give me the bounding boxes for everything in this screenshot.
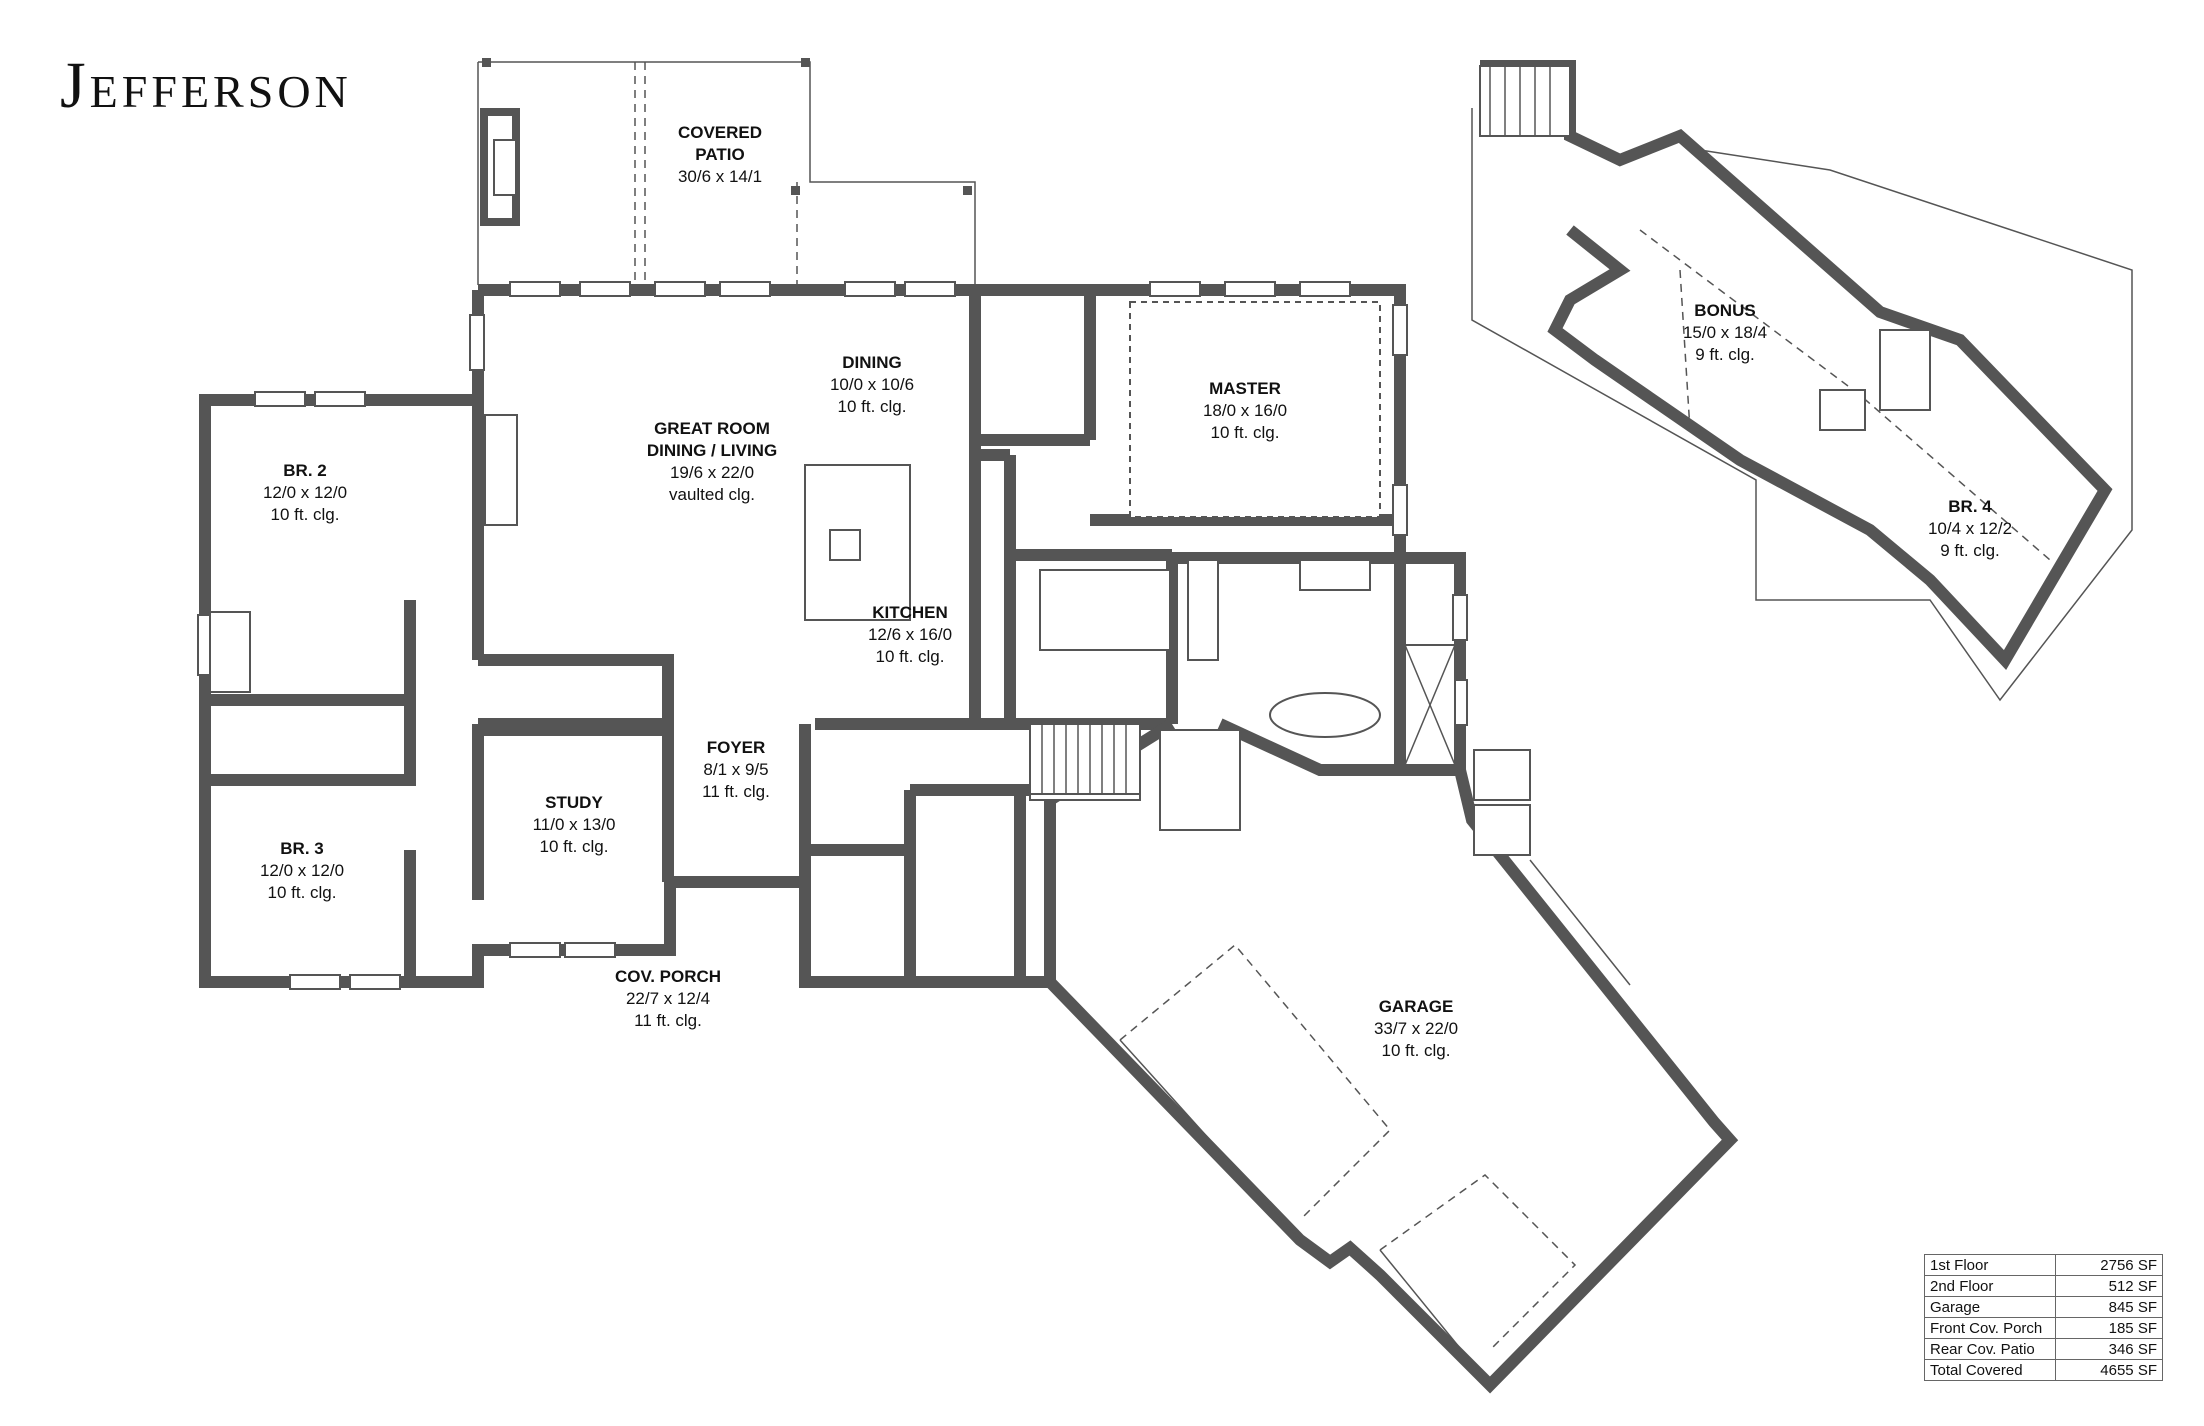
sf-label: Garage (1924, 1296, 2056, 1318)
room-name: BR. 2 (283, 461, 327, 480)
room-ceiling: 11 ft. clg. (702, 782, 770, 801)
room-label-great-room: GREAT ROOM DINING / LIVING 19/6 x 22/0 v… (642, 418, 782, 506)
room-name: GREAT ROOM DINING / LIVING (646, 419, 778, 460)
room-dims: 8/1 x 9/5 (703, 760, 769, 779)
sf-value: 185 SF (2055, 1317, 2163, 1339)
room-dims: 10/0 x 10/6 (829, 375, 915, 394)
room-name: BONUS (1694, 301, 1756, 320)
fixtures (209, 301, 1456, 831)
room-ceiling: 10 ft. clg. (270, 505, 340, 524)
room-label-bonus: BONUS 15/0 x 18/4 9 ft. clg. (1683, 300, 1767, 366)
room-name: FOYER (706, 738, 766, 757)
sf-value: 512 SF (2055, 1275, 2163, 1297)
sf-label: 1st Floor (1924, 1254, 2056, 1276)
room-dims: 30/6 x 14/1 (677, 167, 763, 186)
sf-value: 2756 SF (2055, 1254, 2163, 1276)
room-ceiling: vaulted clg. (669, 485, 755, 504)
room-label-cov-porch: COV. PORCH 22/7 x 12/4 11 ft. clg. (615, 966, 721, 1032)
room-label-garage: GARAGE 33/7 x 22/0 10 ft. clg. (1374, 996, 1458, 1062)
table-row: 2nd Floor 512 SF (1924, 1275, 2163, 1297)
room-dims: 19/6 x 22/0 (669, 463, 755, 482)
room-ceiling: 10 ft. clg. (267, 883, 337, 902)
table-row: 1st Floor 2756 SF (1924, 1254, 2163, 1276)
room-dims: 10/4 x 12/2 (1927, 519, 2013, 538)
room-ceiling: 10 ft. clg. (1381, 1041, 1451, 1060)
table-row: Rear Cov. Patio 346 SF (1924, 1338, 2163, 1360)
sf-label: 2nd Floor (1924, 1275, 2056, 1297)
sf-label: Front Cov. Porch (1924, 1317, 2056, 1339)
room-label-study: STUDY 11/0 x 13/0 10 ft. clg. (533, 792, 616, 858)
room-dims: 11/0 x 13/0 (532, 815, 616, 834)
table-row: Front Cov. Porch 185 SF (1924, 1317, 2163, 1339)
room-label-master: MASTER 18/0 x 16/0 10 ft. clg. (1203, 378, 1287, 444)
windows (197, 281, 1468, 990)
room-label-dining: DINING 10/0 x 10/6 10 ft. clg. (830, 352, 914, 418)
room-ceiling: 10 ft. clg. (875, 647, 945, 666)
square-footage-table: 1st Floor 2756 SF 2nd Floor 512 SF Garag… (1924, 1254, 2163, 1381)
room-ceiling: 11 ft. clg. (634, 1011, 702, 1030)
room-name: MASTER (1209, 379, 1281, 398)
room-name: KITCHEN (872, 603, 948, 622)
room-label-br4: BR. 4 10/4 x 12/2 9 ft. clg. (1928, 496, 2012, 562)
room-ceiling: 9 ft. clg. (1695, 345, 1755, 364)
room-name: BR. 4 (1948, 497, 1992, 516)
room-name: BR. 3 (280, 839, 324, 858)
second-floor-walls (1471, 60, 2133, 702)
room-label-covered-patio: COVERED PATIO 30/6 x 14/1 (665, 122, 775, 188)
room-name: GARAGE (1378, 997, 1454, 1016)
room-name: COVERED PATIO (677, 123, 763, 164)
sf-value: 845 SF (2055, 1296, 2163, 1318)
room-name: COV. PORCH (614, 967, 722, 986)
sf-label: Total Covered (1924, 1359, 2056, 1381)
room-ceiling: 10 ft. clg. (837, 397, 907, 416)
sf-value: 346 SF (2055, 1338, 2163, 1360)
main-stairs (1029, 723, 1141, 795)
room-dims: 12/6 x 16/0 (867, 625, 953, 644)
room-label-br3: BR. 3 12/0 x 12/0 10 ft. clg. (260, 838, 344, 904)
covered-patio-outline (477, 58, 976, 285)
plan-title: Jefferson (60, 49, 352, 122)
table-row: Total Covered 4655 SF (1924, 1359, 2163, 1381)
sf-label: Rear Cov. Patio (1924, 1338, 2056, 1360)
room-label-foyer: FOYER 8/1 x 9/5 11 ft. clg. (702, 737, 770, 803)
room-dims: 12/0 x 12/0 (259, 861, 345, 880)
room-ceiling: 9 ft. clg. (1940, 541, 2000, 560)
room-dims: 22/7 x 12/4 (625, 989, 711, 1008)
room-ceiling: 10 ft. clg. (1210, 423, 1280, 442)
room-dims: 33/7 x 22/0 (1373, 1019, 1459, 1038)
room-ceiling: 10 ft. clg. (539, 837, 609, 856)
room-label-kitchen: KITCHEN 12/6 x 16/0 10 ft. clg. (868, 602, 952, 668)
room-name: STUDY (545, 793, 603, 812)
sf-value: 4655 SF (2055, 1359, 2163, 1381)
room-dims: 15/0 x 18/4 (1682, 323, 1768, 342)
room-label-br2: BR. 2 12/0 x 12/0 10 ft. clg. (263, 460, 347, 526)
room-name: DINING (842, 353, 902, 372)
table-row: Garage 845 SF (1924, 1296, 2163, 1318)
room-dims: 12/0 x 12/0 (262, 483, 348, 502)
room-dims: 18/0 x 16/0 (1202, 401, 1288, 420)
